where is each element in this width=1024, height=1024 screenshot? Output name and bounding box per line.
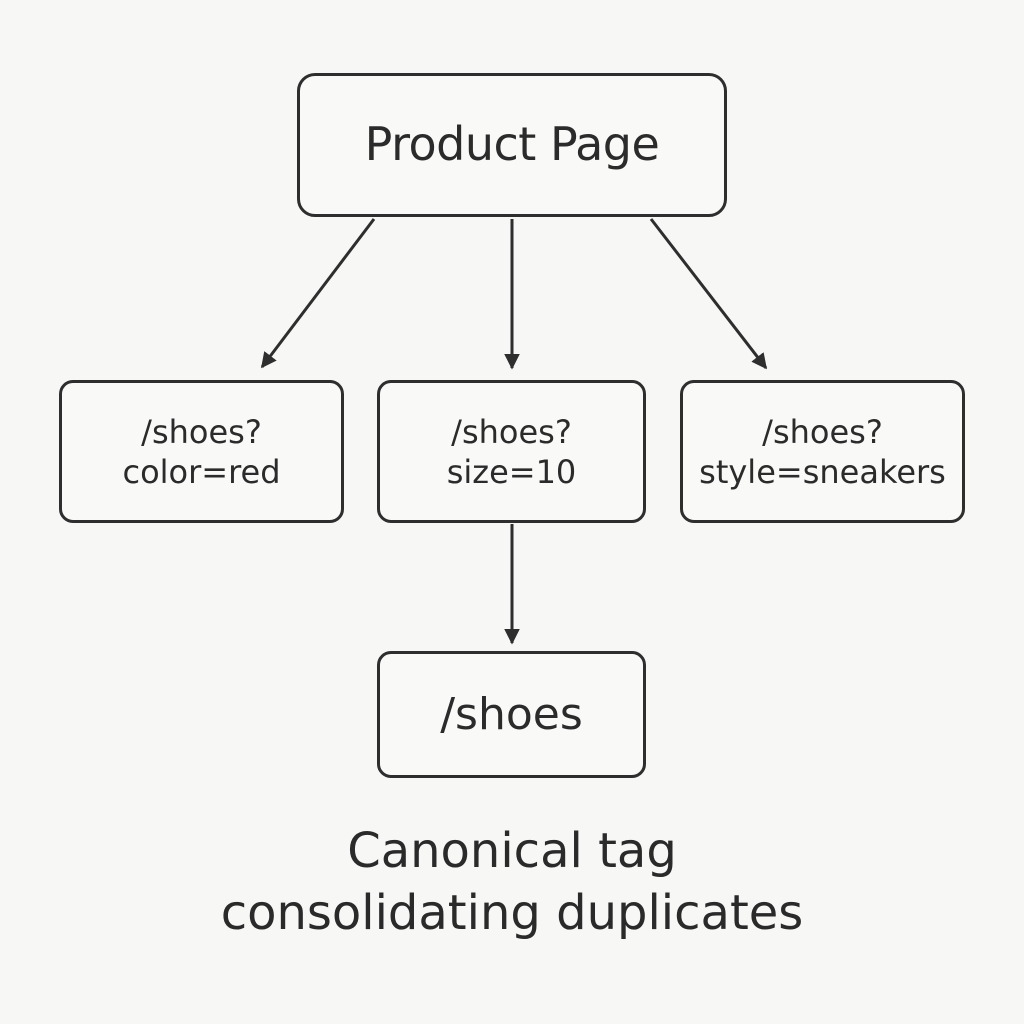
size-variant-path: /shoes? — [451, 412, 572, 451]
product-page-node: Product Page — [297, 73, 727, 217]
style-variant-node: /shoes? style=sneakers — [680, 380, 965, 523]
arrow-top-to-left — [260, 218, 376, 369]
color-variant-param: color=red — [122, 452, 281, 491]
color-variant-node: /shoes? color=red — [59, 380, 344, 523]
product-page-label: Product Page — [364, 117, 660, 172]
style-variant-path: /shoes? — [762, 412, 883, 451]
canonical-url-node: /shoes — [377, 651, 646, 778]
canonical-url-label: /shoes — [440, 689, 583, 740]
color-variant-path: /shoes? — [141, 412, 262, 451]
caption-line-1: Canonical tag — [347, 823, 677, 879]
diagram-caption: Canonical tag consolidating duplicates — [112, 820, 912, 945]
arrow-top-to-right — [649, 218, 768, 370]
size-variant-param: size=10 — [446, 452, 577, 491]
size-variant-node: /shoes? size=10 — [377, 380, 646, 523]
style-variant-param: style=sneakers — [699, 452, 946, 491]
caption-line-2: consolidating duplicates — [220, 885, 804, 942]
